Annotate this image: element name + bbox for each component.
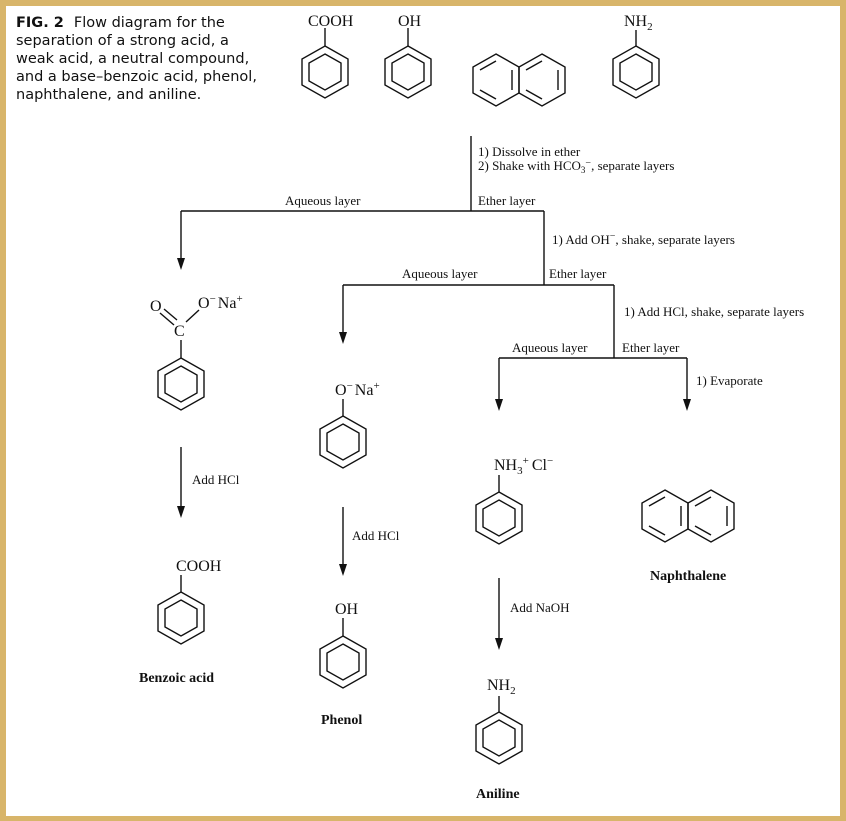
- top-nh2-label: NH2: [624, 13, 653, 33]
- aqueous-layer-2: Aqueous layer: [402, 266, 478, 281]
- step1-shake: 2) Shake with HCO3−, separate layers: [478, 158, 674, 175]
- benzoic-acid-label: Benzoic acid: [139, 671, 214, 686]
- arrowhead-anilinium-naoh: [495, 638, 503, 650]
- naphthalene-label: Naphthalene: [650, 569, 726, 584]
- top-cooh-label: COOH: [308, 13, 354, 30]
- benzoic-acid-product-structure: COOH: [157, 558, 222, 645]
- product-cooh-label: COOH: [176, 558, 222, 575]
- aniline-product-structure: NH2: [475, 677, 523, 765]
- arrowhead-benzoate: [177, 258, 185, 270]
- anilinium-label: NH3+Cl−: [494, 455, 553, 477]
- product-oh-label: OH: [335, 601, 359, 618]
- ether-layer-1: Ether layer: [478, 193, 536, 208]
- top-phenol-structure: OH: [384, 13, 432, 99]
- top-benzoic-acid-structure: COOH: [301, 13, 354, 99]
- figure-label: FIG. 2: [16, 15, 64, 31]
- product-nh2-label: NH2: [487, 677, 516, 697]
- phenol-label: Phenol: [321, 713, 362, 728]
- ether-layer-2: Ether layer: [549, 266, 607, 281]
- step2-add-oh: 1) Add OH−, shake, separate layers: [552, 231, 735, 247]
- arrowhead-benzoate-hcl: [177, 506, 185, 518]
- arrowhead-phenoxide-hcl: [339, 564, 347, 576]
- aniline-label: Aniline: [476, 787, 520, 802]
- top-aniline-structure: NH2: [612, 13, 660, 99]
- arrowhead-anilinium: [495, 399, 503, 411]
- anilinium-chloride-structure: NH3+Cl−: [475, 455, 553, 545]
- figure-caption-text: Flow diagram for the separation of a str…: [16, 15, 257, 103]
- benzoate-o-label: O: [150, 298, 162, 315]
- step1-dissolve: 1) Dissolve in ether: [478, 144, 581, 159]
- arrowhead-phenoxide: [339, 332, 347, 344]
- benzoate-c-label: C: [174, 323, 185, 340]
- reagent-add-naoh: Add NaOH: [510, 600, 570, 615]
- top-naphthalene-structure: [472, 53, 566, 107]
- reagent-add-hcl-1: Add HCl: [192, 472, 240, 487]
- step4-evaporate: 1) Evaporate: [696, 373, 763, 388]
- top-oh-label: OH: [398, 13, 422, 30]
- step3-add-hcl: 1) Add HCl, shake, separate layers: [624, 304, 804, 319]
- reagent-add-hcl-2: Add HCl: [352, 528, 400, 543]
- phenol-product-structure: OH: [319, 601, 367, 689]
- phenoxide-label: O−Na+: [335, 380, 380, 399]
- sodium-phenoxide-structure: O−Na+: [319, 380, 380, 469]
- sodium-benzoate-structure: O C O−Na+: [150, 293, 243, 411]
- benzoate-ona-label: O−Na+: [198, 293, 243, 312]
- ether-layer-3: Ether layer: [622, 340, 680, 355]
- aqueous-layer-1: Aqueous layer: [285, 193, 361, 208]
- aqueous-layer-3: Aqueous layer: [512, 340, 588, 355]
- naphthalene-product-structure: [641, 489, 735, 543]
- arrowhead-naphthalene: [683, 399, 691, 411]
